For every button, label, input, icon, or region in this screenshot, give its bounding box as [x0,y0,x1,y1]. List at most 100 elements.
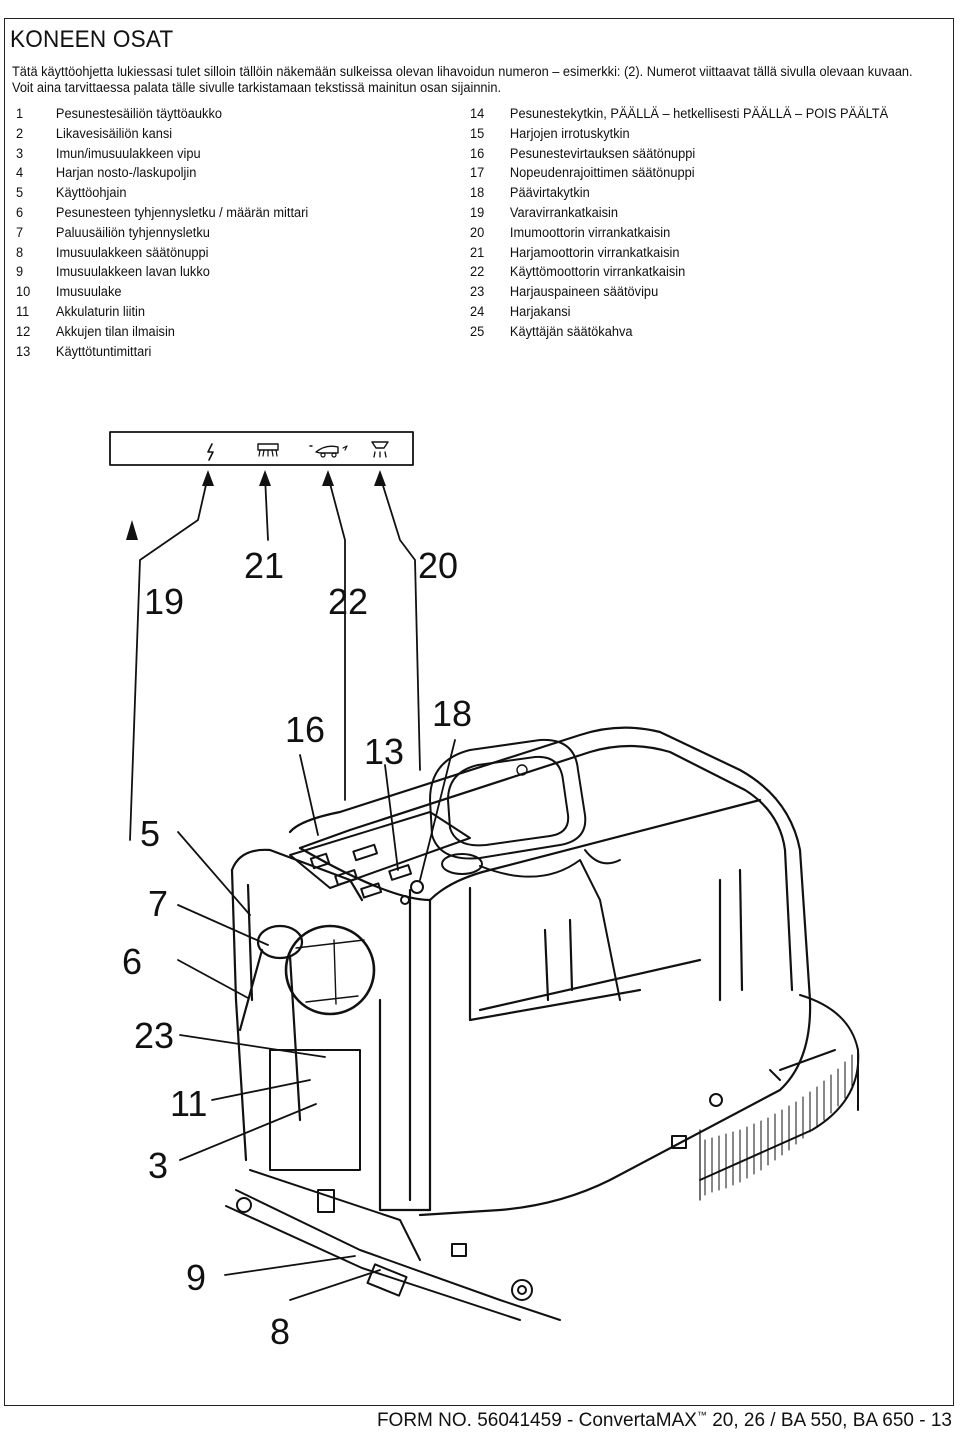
item-label: Käyttäjän säätökahva [509,323,633,339]
item-number: 23 [470,284,485,300]
recovery-tank-lid [429,738,621,1001]
list-item: 9 Imusuulakkeen lavan lukko [16,262,308,282]
page-frame [4,18,954,1406]
leader-20 [379,475,421,771]
item-label: Harjauspaineen säätövipu [509,284,659,300]
breaker-panel [109,431,414,466]
callout-19: 19 [144,581,184,622]
item-number: 9 [16,264,24,280]
item-label: Käyttötuntimittari [55,343,152,359]
item-label: Pesunesteen tyhjennysletku / määrän mitt… [55,204,309,220]
page-footer: FORM NO. 56041459 - ConvertaMAX™ 20, 26 … [377,1410,952,1432]
list-item: 22 Käyttömoottorin virrankatkaisin [470,262,888,282]
vacuum-icon [371,441,389,458]
list-item: 4 Harjan nosto-/laskupoljin [16,163,308,183]
list-item: 2 Likavesisäiliön kansi [16,124,308,144]
intro-text: Tätä käyttöohjetta lukiessasi tulet sill… [12,64,913,96]
callout-22: 22 [328,581,368,622]
list-item: 6 Pesunesteen tyhjennysletku / määrän mit… [16,203,308,223]
item-number: 18 [470,185,485,201]
item-label: Pesunestekytkin, PÄÄLLÄ – hetkellisesti … [509,106,889,121]
footer-tm: ™ [696,1410,707,1422]
item-label: Likavesisäiliön kansi [55,125,173,141]
callout-11: 11 [170,1083,207,1124]
brush-deck [451,994,860,1257]
list-item: 8 Imusuulakkeen säätönuppi [16,243,308,263]
item-label: Imusuulakkeen lavan lukko [55,264,210,280]
leader-8 [289,1269,381,1301]
item-label: Akkulaturin liitin [55,303,146,319]
list-item: 25 Käyttäjän säätökahva [470,322,888,342]
leader-9 [224,1255,356,1276]
leader-5 [177,831,251,916]
item-number: 11 [16,303,30,319]
leader-7 [177,904,269,946]
list-item: 11 Akkulaturin liitin [16,302,308,322]
list-item: 23 Harjauspaineen säätövipu [470,282,888,302]
machine-diagram: 19 21 22 20 16 13 18 5 7 6 23 11 3 9 8 [109,431,860,1352]
item-label: Käyttöohjain [55,185,127,201]
list-item: 5 Käyttöohjain [16,183,308,203]
callout-16: 16 [285,709,325,750]
item-number: 3 [16,145,24,161]
item-label: Imusuulakkeen säätönuppi [55,244,209,260]
page-title: KONEEN OSAT [10,26,174,53]
list-item: 14 Pesunestekytkin, PÄÄLLÄ – hetkellisest… [470,104,888,124]
parts-list-right: 14 Pesunestekytkin, PÄÄLLÄ – hetkellisest… [470,104,888,342]
item-number: 20 [470,224,485,240]
list-item: 20 Imumoottorin virrankatkaisin [470,223,888,243]
drive-motor-icon [309,445,348,458]
leader-3 [179,1103,317,1161]
leader-23 [179,1034,326,1058]
item-label: Harjojen irrotuskytkin [509,125,630,141]
lightning-icon [207,443,214,461]
callout-8: 8 [270,1311,290,1352]
intro-line-2: Voit aina tarvittaessa palata tälle sivu… [12,80,502,95]
callout-23: 23 [134,1015,174,1056]
leader-19 [129,475,209,841]
item-label: Pesunestesäiliön täyttöaukko [55,106,223,121]
leader-6 [177,959,249,999]
item-number: 14 [470,106,485,121]
item-number: 22 [470,264,485,280]
item-number: 6 [16,204,24,220]
leader-16 [299,754,319,836]
item-number: 24 [470,303,485,319]
item-label: Harjan nosto-/laskupoljin [55,165,197,181]
footer-suffix: 20, 26 / BA 550, BA 650 - 13 [706,1410,952,1431]
machine-body [288,726,812,1217]
item-number: 2 [16,125,24,141]
callout-3: 3 [148,1145,168,1186]
leader-18 [419,739,456,881]
item-label: Imumoottorin virrankatkaisin [509,224,671,240]
list-item: 3 Imun/imusuulakkeen vipu [16,144,308,164]
callout-13: 13 [364,731,404,772]
item-label: Pesunestevirtauksen säätönuppi [509,145,696,161]
leader-22 [327,475,346,801]
callout-5: 5 [140,813,160,854]
item-number: 8 [16,244,24,260]
item-number: 21 [470,244,485,260]
callout-21: 21 [244,545,284,586]
leader-11 [211,1079,311,1101]
brush-icon [257,443,279,457]
item-number: 4 [16,165,24,181]
item-number: 10 [16,284,31,300]
item-label: Käyttömoottorin virrankatkaisin [509,264,686,280]
item-number: 25 [470,323,485,339]
item-number: 7 [16,224,24,240]
detail-circle [284,924,376,1016]
item-label: Imun/imusuulakkeen vipu [55,145,201,161]
intro-line-1: Tätä käyttöohjetta lukiessasi tulet sill… [12,64,913,79]
control-console [289,811,483,905]
item-number: 5 [16,185,24,201]
